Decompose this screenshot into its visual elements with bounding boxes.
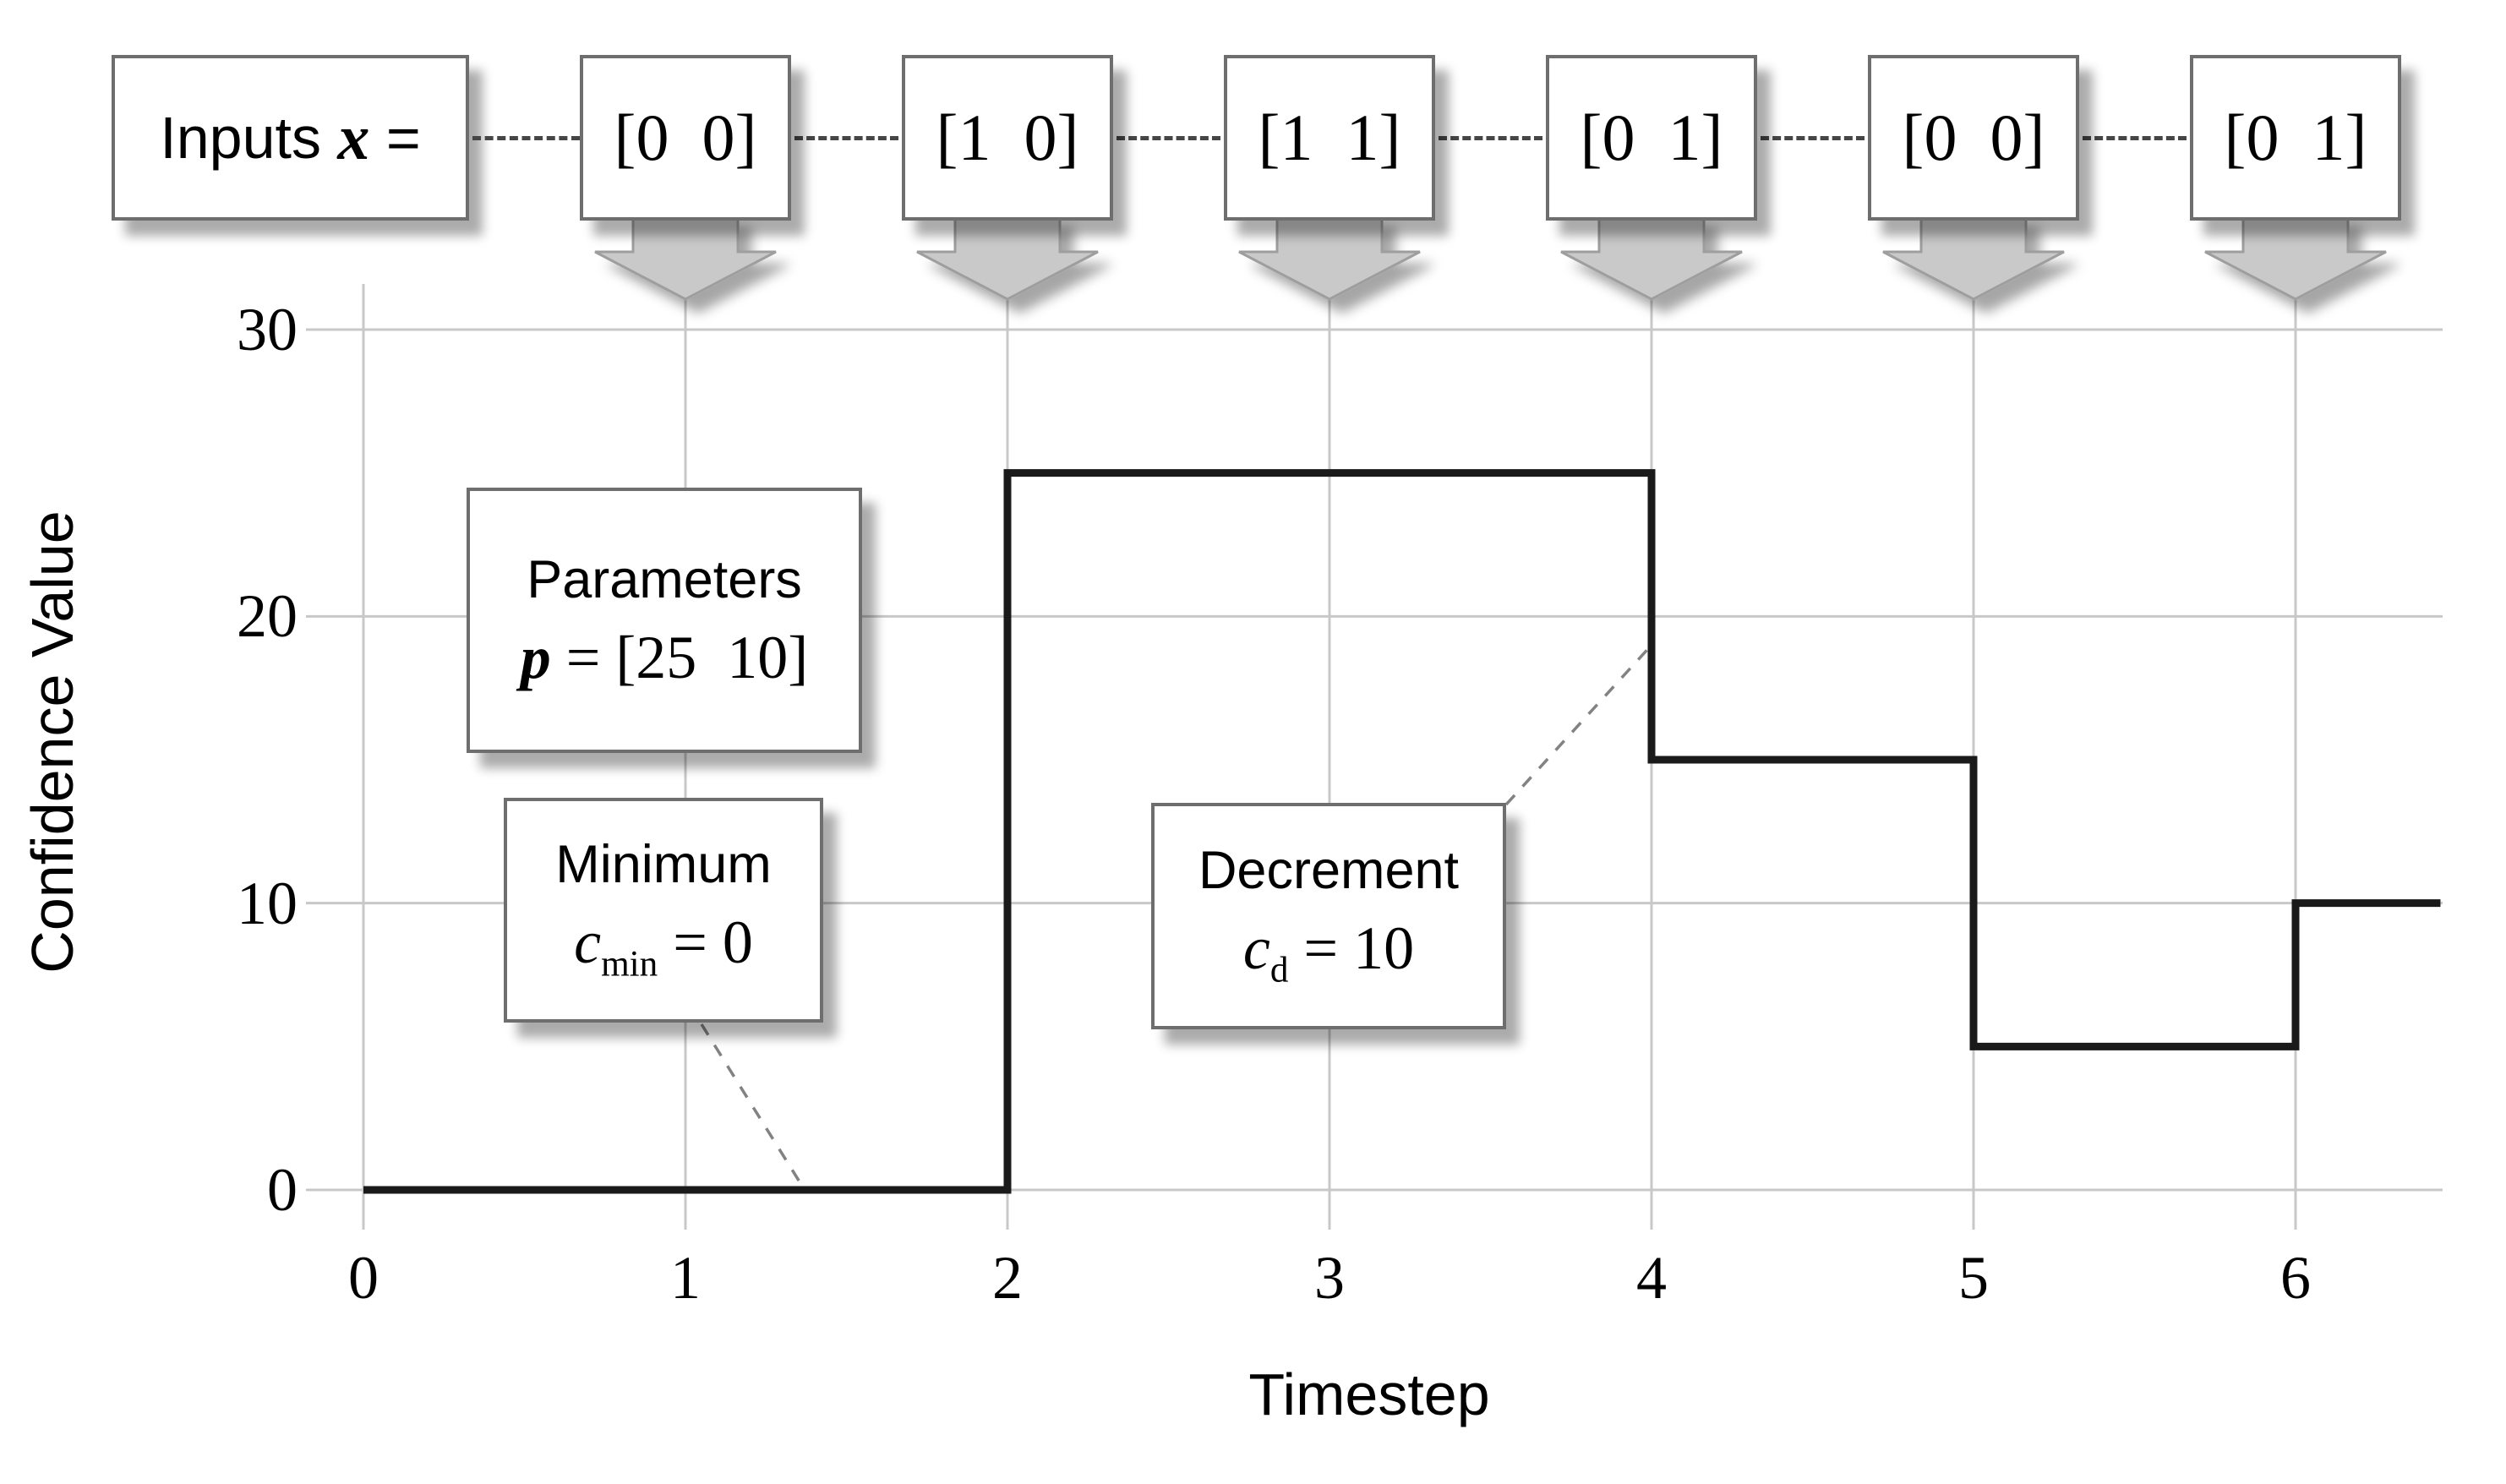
x-tick-2: 2 (992, 1244, 1023, 1312)
x-tick-4: 4 (1636, 1244, 1667, 1312)
decrement-formula: cd = 10 (1243, 918, 1414, 989)
dashed-connector (1761, 136, 1864, 140)
parameters-formula: p = [25 10] (521, 627, 809, 688)
inputs-label-equals: = (369, 105, 421, 171)
minimum-formula: cmin = 0 (574, 912, 753, 983)
y-tick-30: 30 (237, 296, 298, 363)
dashed-connector (2083, 136, 2187, 140)
y-tick-0: 0 (267, 1156, 298, 1224)
minimum-variable: c (574, 908, 602, 976)
input-box-t5: [0 0] (1868, 55, 2079, 221)
parameters-value: = [25 10] (550, 623, 809, 691)
dashed-connector (1117, 136, 1220, 140)
input-box-t3: [1 1] (1224, 55, 1435, 221)
minimum-subscript: min (601, 944, 658, 985)
down-arrow-icon-t6 (2204, 215, 2387, 301)
input-vector-t2: [1 0] (936, 101, 1079, 174)
inputs-x-variable: x (337, 101, 370, 173)
callout-minimum: Minimum cmin = 0 (504, 798, 823, 1023)
dashed-connector (794, 136, 898, 140)
input-vector-t4: [0 1] (1580, 101, 1723, 174)
inputs-label-box: Inputs x = (112, 55, 469, 221)
decrement-variable: c (1242, 914, 1270, 982)
y-tick-10: 10 (237, 870, 298, 937)
down-arrow-icon-t3 (1238, 215, 1421, 301)
decrement-subscript: d (1269, 950, 1289, 990)
input-box-t4: [0 1] (1546, 55, 1757, 221)
callout-decrement: Decrement cd = 10 (1151, 803, 1506, 1029)
x-tick-6: 6 (2280, 1244, 2311, 1312)
inputs-label-prefix: Inputs (160, 105, 338, 171)
input-vector-t6: [0 1] (2224, 101, 2367, 174)
decrement-leader-line (1504, 644, 1653, 806)
input-vector-t5: [0 0] (1902, 101, 2045, 174)
decrement-value: = 10 (1288, 914, 1415, 982)
input-box-t6: [0 1] (2190, 55, 2401, 221)
input-box-t2: [1 0] (902, 55, 1113, 221)
dashed-connector (1439, 136, 1542, 140)
callout-parameters: Parameters p = [25 10] (467, 488, 862, 753)
x-axis-label: Timestep (1248, 1361, 1490, 1427)
parameters-title: Parameters (527, 549, 802, 609)
x-tick-0: 0 (348, 1244, 379, 1312)
x-tick-5: 5 (1958, 1244, 1989, 1312)
parameters-variable: p (520, 623, 551, 691)
y-tick-20: 20 (237, 582, 298, 650)
down-arrow-icon-t4 (1560, 215, 1743, 301)
y-axis-label: Confidence Value (19, 510, 85, 974)
x-tick-3: 3 (1314, 1244, 1345, 1312)
down-arrow-icon-t1 (594, 215, 777, 301)
minimum-leader-line (700, 1023, 806, 1191)
input-vector-t1: [0 0] (614, 101, 757, 174)
down-arrow-icon-t2 (916, 215, 1099, 301)
dashed-connector (472, 136, 580, 140)
decrement-title: Decrement (1198, 840, 1460, 900)
input-vector-t3: [1 1] (1258, 101, 1401, 174)
minimum-value: = 0 (658, 908, 753, 976)
down-arrow-icon-t5 (1882, 215, 2065, 301)
minimum-title: Minimum (555, 834, 772, 894)
input-box-t1: [0 0] (580, 55, 791, 221)
x-tick-1: 1 (670, 1244, 701, 1312)
